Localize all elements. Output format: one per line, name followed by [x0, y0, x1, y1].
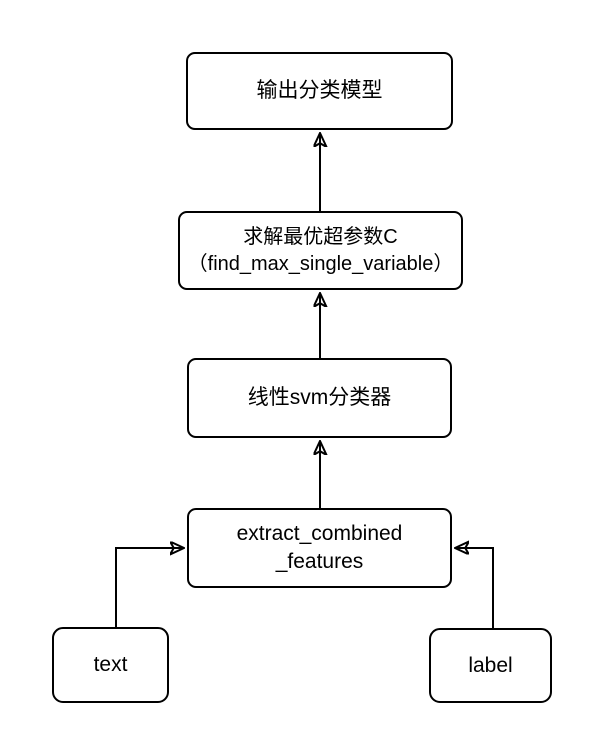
node-extract-line2: _features: [275, 550, 364, 573]
node-label-input: label: [429, 628, 552, 703]
node-output-model-label: 输出分类模型: [256, 79, 383, 102]
node-text-input-label: text: [93, 653, 128, 676]
connector-label-to-extract: [456, 548, 494, 628]
node-svm-classifier: 线性svm分类器: [187, 358, 452, 438]
node-extract-line1: extract_combined: [236, 522, 403, 545]
node-svm-classifier-label: 线性svm分类器: [247, 386, 392, 409]
node-find-max-hyperparameter: 求解最优超参数C （find_max_single_variable）: [178, 211, 463, 290]
node-text-input: text: [52, 627, 169, 703]
node-output-model: 输出分类模型: [186, 52, 453, 130]
node-find-max-line2: （find_max_single_variable）: [187, 252, 454, 275]
node-label-input-label: label: [468, 653, 513, 677]
node-extract-combined-features: extract_combined _features: [187, 508, 452, 588]
node-find-max-line1: 求解最优超参数C: [243, 225, 398, 248]
connector-text-to-extract: [115, 548, 183, 627]
